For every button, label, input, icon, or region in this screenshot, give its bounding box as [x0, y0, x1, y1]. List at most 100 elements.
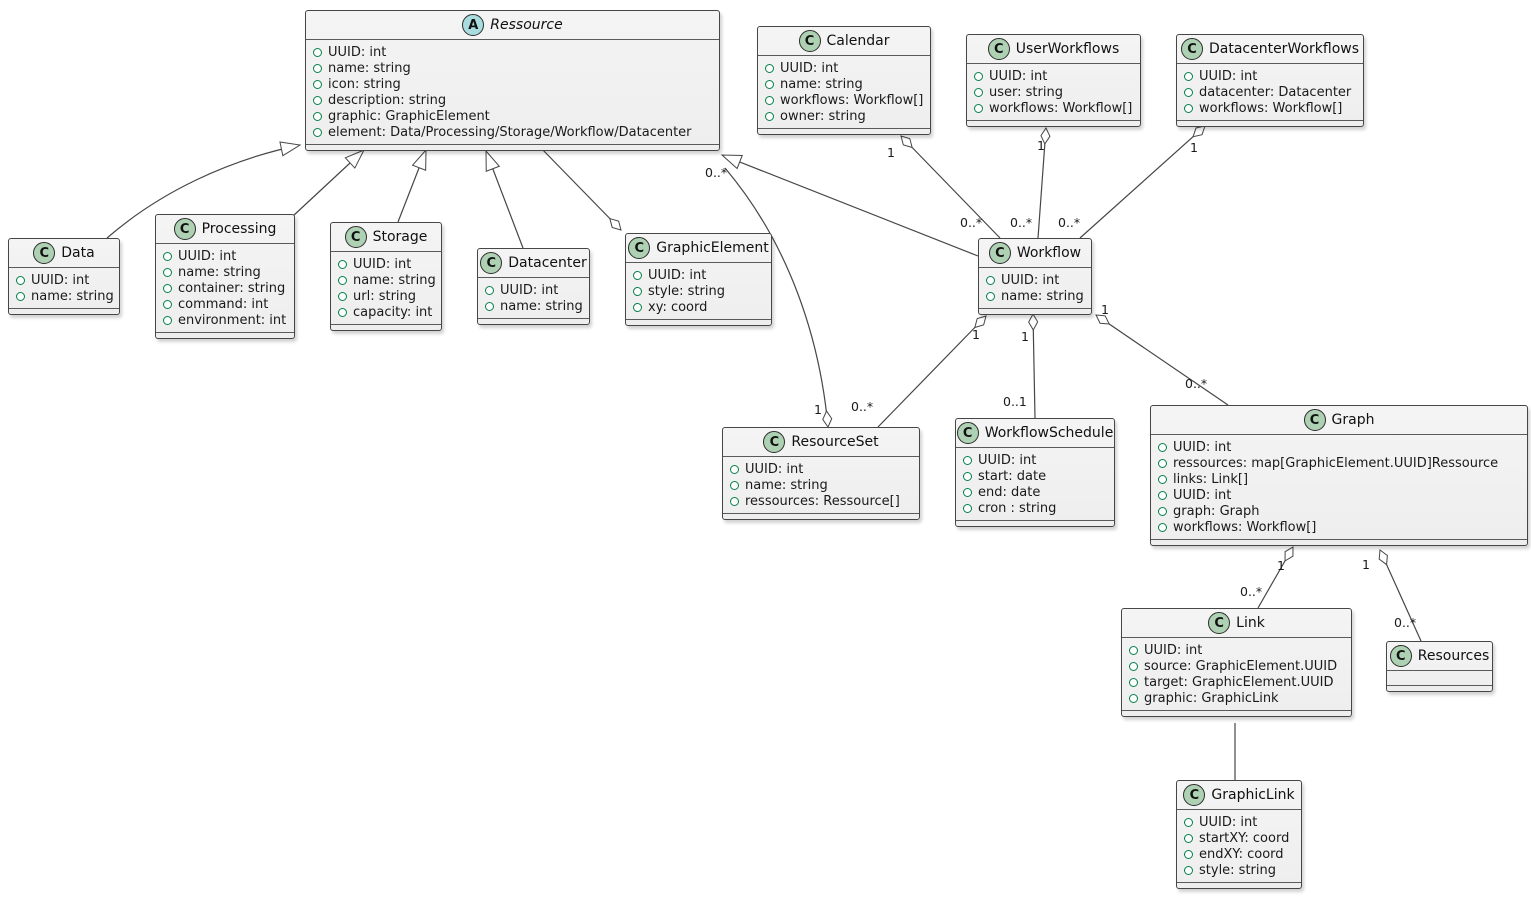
edge-link-graph [1257, 546, 1294, 609]
multiplicity-label: 1 [1101, 302, 1109, 317]
class-name: Link [1236, 615, 1265, 631]
attribute: UUID: int [1151, 487, 1527, 503]
field-visibility-icon [163, 267, 172, 277]
field-visibility-icon [338, 307, 347, 317]
multiplicity-label: 1 [814, 402, 822, 417]
attribute-text: UUID: int [978, 452, 1037, 468]
methods-compartment [1387, 686, 1492, 691]
edge-ressource-graphicelement [539, 146, 622, 231]
attribute: name: string [478, 298, 589, 314]
field-visibility-icon [986, 275, 995, 285]
attributes-compartment [1387, 671, 1492, 686]
attribute-text: owner: string [780, 108, 866, 124]
attribute-text: url: string [353, 288, 417, 304]
multiplicity-label: 1 [1190, 140, 1198, 155]
class-name: DatacenterWorkflows [1208, 41, 1360, 57]
multiplicity-label: 1 [887, 145, 895, 160]
field-visibility-icon [765, 95, 774, 105]
attribute-text: UUID: int [1199, 68, 1258, 84]
multiplicity-label: 0..* [960, 215, 982, 230]
field-visibility-icon [1158, 442, 1167, 452]
multiplicity-label: 0..1 [1003, 394, 1027, 409]
edge-workflow-userworkflows [1037, 126, 1051, 239]
attribute-text: workflows: Workflow[] [780, 92, 924, 108]
field-visibility-icon [313, 127, 322, 137]
attribute: UUID: int [1177, 814, 1301, 830]
multiplicity-label: 1 [1037, 138, 1045, 153]
methods-compartment [1122, 711, 1351, 716]
class-name: Resources [1417, 648, 1490, 664]
attribute-text: style: string [1199, 862, 1277, 878]
field-visibility-icon [1129, 677, 1138, 687]
attribute: url: string [331, 288, 441, 304]
field-visibility-icon [1129, 645, 1138, 655]
field-visibility-icon [633, 286, 642, 296]
field-visibility-icon [1158, 522, 1167, 532]
field-visibility-icon [16, 291, 25, 301]
attribute-text: UUID: int [1199, 814, 1258, 830]
attribute-text: UUID: int [1173, 487, 1232, 503]
attribute-text: UUID: int [1173, 439, 1232, 455]
field-visibility-icon [974, 87, 983, 97]
field-visibility-icon [313, 79, 322, 89]
attribute-text: UUID: int [328, 44, 387, 60]
field-visibility-icon [313, 111, 322, 121]
field-visibility-icon [485, 285, 494, 295]
multiplicity-label: 1 [1362, 557, 1370, 572]
attribute-text: UUID: int [500, 282, 559, 298]
attribute: ressources: map[GraphicElement.UUID]Ress… [1151, 455, 1527, 471]
attribute: style: string [1177, 862, 1301, 878]
attribute-text: name: string [745, 477, 828, 493]
attribute-text: start: date [978, 468, 1047, 484]
edge-workflow-calendar [900, 135, 1001, 239]
attribute: target: GraphicElement.UUID [1122, 674, 1351, 690]
attribute-text: cron : string [978, 500, 1057, 516]
attribute: graphic: GraphicElement [306, 108, 719, 124]
field-visibility-icon [313, 95, 322, 105]
class-icon: C [956, 422, 979, 444]
attribute-text: graphic: GraphicElement [328, 108, 490, 124]
attribute: name: string [156, 264, 294, 280]
attribute: source: GraphicElement.UUID [1122, 658, 1351, 674]
class-icon: C [1183, 784, 1206, 806]
field-visibility-icon [963, 487, 972, 497]
attribute-text: endXY: coord [1199, 846, 1284, 862]
attribute-text: UUID: int [31, 272, 90, 288]
class-name: Workflow [1016, 245, 1082, 261]
field-visibility-icon [1184, 87, 1193, 97]
attribute-text: graphic: GraphicLink [1144, 690, 1279, 706]
attribute: UUID: int [1177, 68, 1363, 84]
class-name: ResourceSet [791, 434, 879, 450]
field-visibility-icon [163, 315, 172, 325]
field-visibility-icon [963, 503, 972, 513]
abstract-class-icon: A [462, 14, 485, 36]
attribute-text: graph: Graph [1173, 503, 1260, 519]
edge-ressource-resourceset [724, 167, 833, 429]
edge-workflow-ressource [720, 154, 979, 257]
attribute: xy: coord [626, 299, 771, 315]
